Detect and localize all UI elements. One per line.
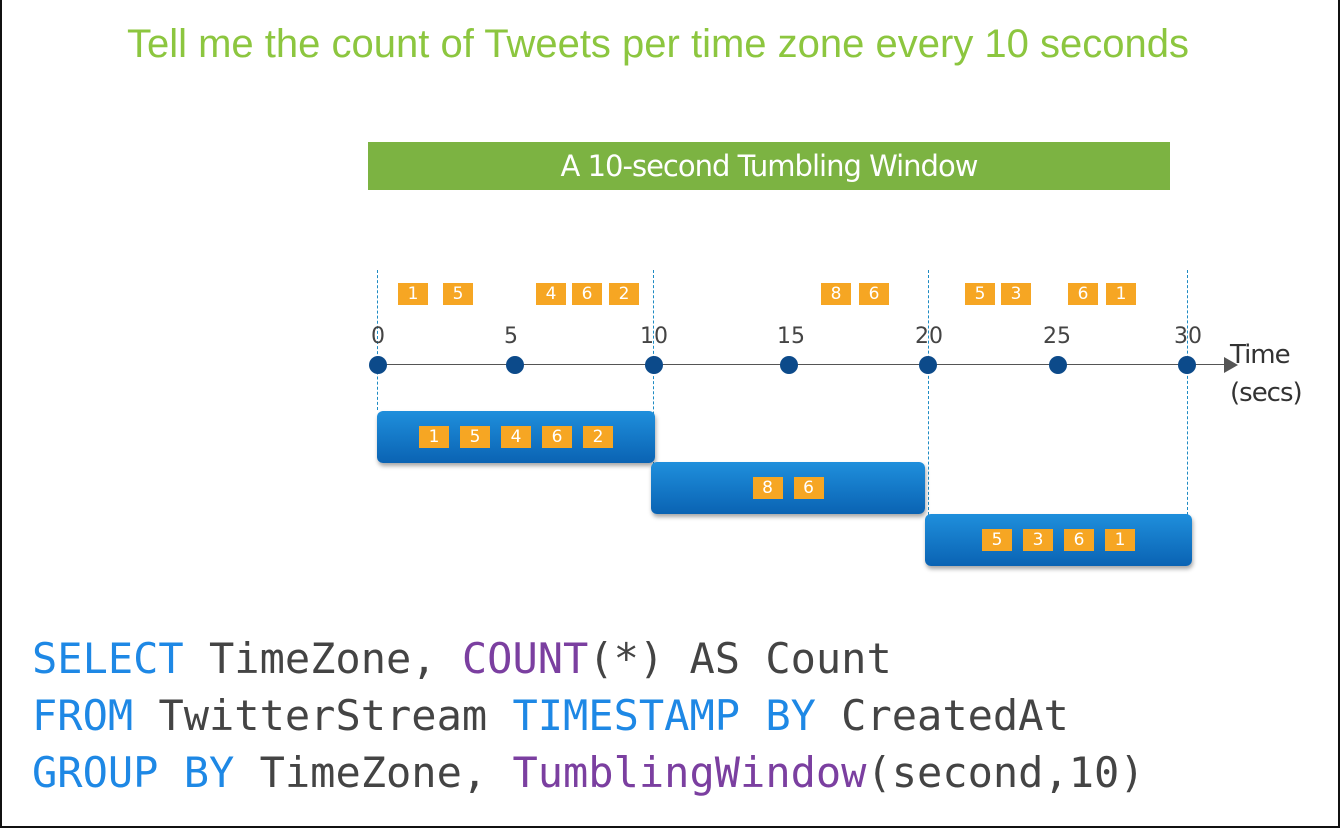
event-badge: 1 [398, 283, 428, 305]
axis-label-line: (secs) [1230, 378, 1303, 408]
axis-dot [645, 356, 663, 374]
event-badge: 6 [1068, 283, 1098, 305]
tick-label: 25 [1043, 324, 1071, 349]
time-axis [377, 364, 1229, 365]
window-event-badge: 5 [460, 426, 490, 448]
axis-arrow-icon [1224, 357, 1238, 373]
code-function: COUNT [461, 634, 589, 683]
code-keyword: FROM [32, 691, 134, 740]
window-event-badge: 3 [1023, 529, 1053, 551]
boundary-line-20 [928, 270, 929, 515]
window-event-badge: 1 [1105, 529, 1135, 551]
code-text: TimeZone, [234, 748, 513, 797]
tick-label: 0 [371, 324, 385, 349]
boundary-line-0 [377, 270, 378, 410]
event-badge: 8 [821, 283, 851, 305]
event-badge: 5 [443, 283, 473, 305]
window-block-3: 5 3 6 1 [925, 514, 1192, 566]
window-event-badge: 6 [542, 426, 572, 448]
event-badge: 3 [1001, 283, 1031, 305]
tick-label: 10 [640, 324, 668, 349]
code-keyword: SELECT [32, 634, 184, 683]
code-function: TumblingWindow [512, 748, 867, 797]
tumbling-window-banner: A 10-second Tumbling Window [368, 142, 1170, 190]
axis-dot [1049, 356, 1067, 374]
code-text: TwitterStream [133, 691, 513, 740]
axis-dot [506, 356, 524, 374]
axis-dot [1178, 356, 1196, 374]
event-badge: 6 [572, 283, 602, 305]
page-title: Tell me the count of Tweets per time zon… [126, 22, 1190, 66]
boundary-line-30 [1187, 270, 1188, 515]
window-event-badge: 2 [583, 426, 613, 448]
axis-label-line: Time [1230, 340, 1291, 370]
axis-dot [369, 356, 387, 374]
time-axis-label: Time (secs) [1230, 336, 1303, 412]
event-badge: 6 [859, 283, 889, 305]
window-event-badge: 6 [1064, 529, 1094, 551]
window-event-badge: 1 [419, 426, 449, 448]
code-line: FROM TwitterStream TIMESTAMP BY CreatedA… [32, 687, 1145, 744]
code-text: TimeZone, [183, 634, 462, 683]
code-text: (*) AS Count [588, 634, 892, 683]
code-keyword: GROUP BY [32, 748, 235, 797]
window-event-badge: 8 [752, 477, 783, 499]
event-badge: 1 [1106, 283, 1136, 305]
tick-label: 15 [777, 324, 805, 349]
code-line: GROUP BY TimeZone, TumblingWindow(second… [32, 744, 1145, 801]
window-event-badge: 4 [501, 426, 531, 448]
code-text: (second,10) [866, 748, 1145, 797]
code-text: CreatedAt [815, 691, 1069, 740]
event-badge: 4 [536, 283, 566, 305]
tick-label: 30 [1174, 324, 1202, 349]
window-event-badge: 5 [982, 529, 1012, 551]
code-line: SELECT TimeZone, COUNT(*) AS Count [32, 630, 1145, 687]
window-block-2: 8 6 [651, 462, 925, 514]
event-badge: 2 [609, 283, 639, 305]
tick-label: 20 [915, 324, 943, 349]
code-keyword: TIMESTAMP BY [512, 691, 816, 740]
window-block-1: 1 5 4 6 2 [377, 411, 655, 463]
event-badge: 5 [965, 283, 995, 305]
axis-dot [780, 356, 798, 374]
tick-label: 5 [504, 324, 518, 349]
axis-dot [919, 356, 937, 374]
window-event-badge: 6 [793, 477, 824, 499]
